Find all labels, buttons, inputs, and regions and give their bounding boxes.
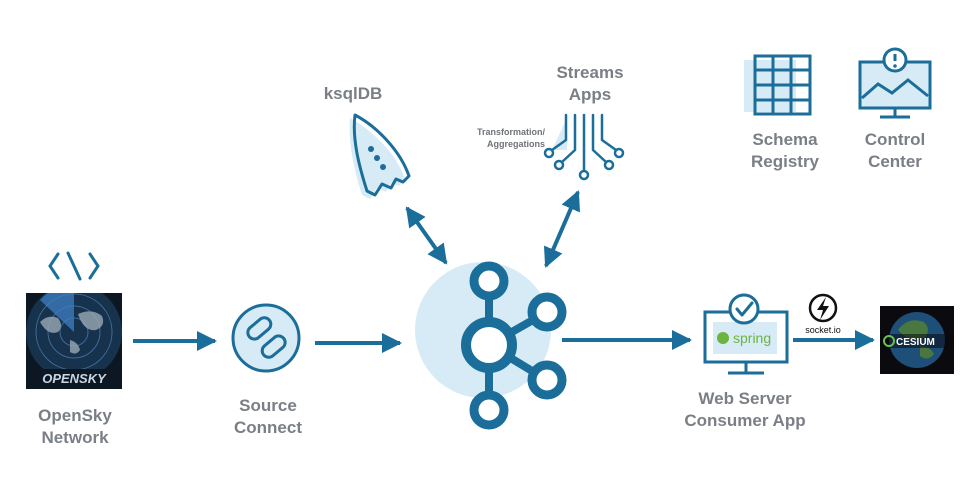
streams-icon [543,113,625,181]
control-center-label-line1: Control [864,130,926,149]
streams-apps-label-line1: Streams [556,63,624,82]
cesium-logo-text: CESIUM [896,337,935,348]
opensky-label: OpenSky Network [20,405,130,449]
schema-registry-label-line1: Schema [752,130,818,149]
ksqldb-label: ksqlDB [323,84,383,103]
opensky-logo: OPENSKY [26,293,122,389]
globe-icon: CESIUM [880,306,954,374]
monitor-check-icon: spring [703,293,789,375]
streams-apps-label-line2: Apps [568,85,612,104]
streams-apps-label: Streams Apps [535,62,645,106]
control-center-label: Control Center [845,129,945,173]
source-connect-label-line2: Connect [234,418,302,437]
spring-brand-text: spring [733,330,771,346]
web-server-label-line1: Web Server [698,389,792,408]
code-icon [48,251,100,281]
opensky-logo-text: OPENSKY [42,371,107,386]
web-server-label-line2: Consumer App [684,411,806,430]
arrow-streams-kafka [543,190,581,268]
socketio-label: socket.io [805,325,841,335]
opensky-label-line2: Network [41,428,109,447]
streams-note: Transformation/ Aggregations [450,126,545,150]
kafka-logo-icon [415,261,567,430]
monitor-alert-icon [858,47,932,119]
source-connect-label-line1: Source [239,396,297,415]
schema-registry-label: Schema Registry [730,129,840,173]
schema-registry-label-line2: Registry [750,152,820,171]
rocket-icon [349,113,411,199]
arrow-ksqldb-kafka [405,206,448,265]
control-center-label-line2: Center [868,152,922,171]
socketio-icon: socket.io [805,293,841,335]
table-grid-icon [744,54,812,116]
opensky-label-line1: OpenSky [38,406,112,425]
streams-note-line1: Transformation/ [476,127,545,137]
streams-note-line2: Aggregations [486,139,545,149]
web-server-label: Web Server Consumer App [670,388,820,432]
source-connect-label: Source Connect [213,395,323,439]
connector-icon [231,303,301,373]
